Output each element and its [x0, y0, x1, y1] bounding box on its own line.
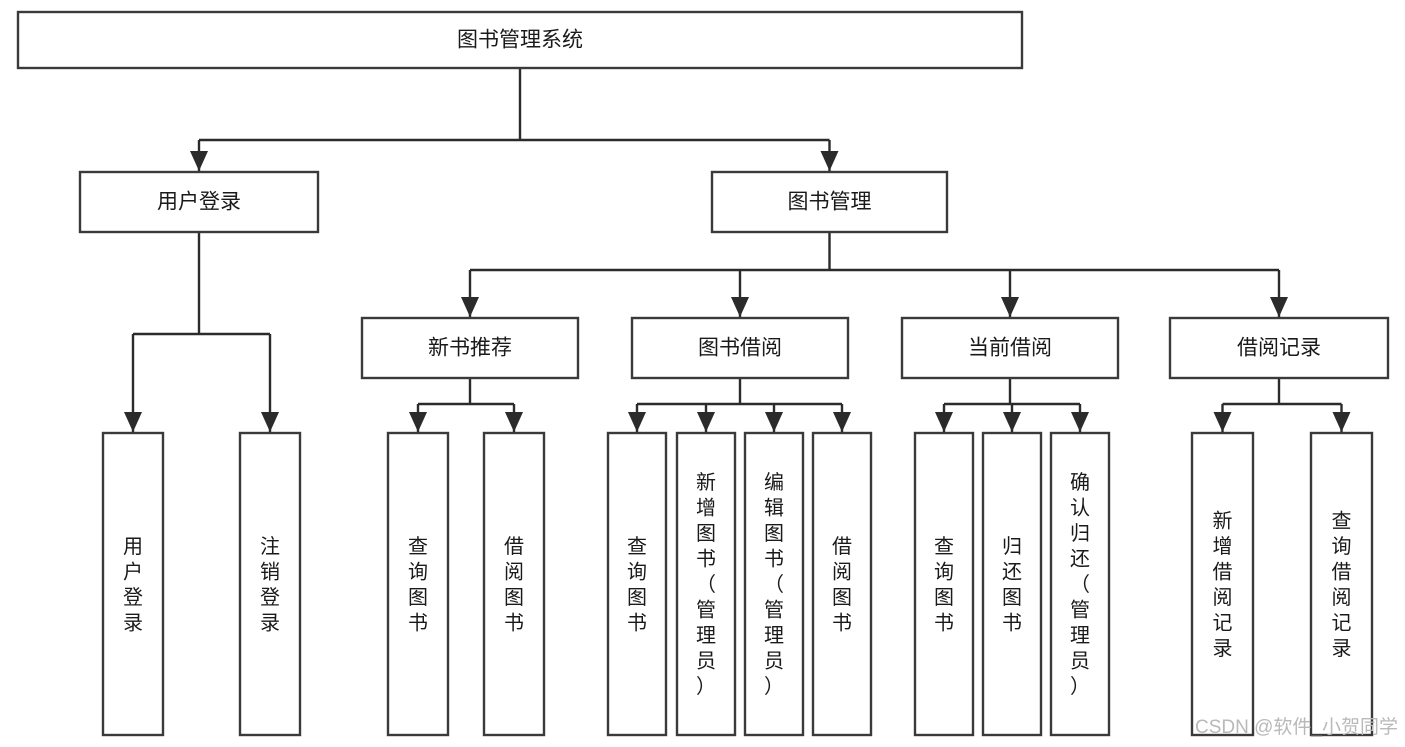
node-box-query-book-3[interactable] [913, 431, 975, 737]
arrow-head-icon-user-logout [261, 412, 279, 432]
node-label-return-book: 归还图书 [1002, 535, 1022, 635]
node-box-query-book-1[interactable] [386, 431, 450, 737]
node-label-borrow-record: 借阅记录 [1237, 337, 1321, 360]
node-box-current-borrow[interactable] [900, 316, 1120, 380]
node-add-borrow-record[interactable]: 新增借阅记录 [1190, 431, 1255, 737]
node-box-add-borrow-record[interactable] [1190, 431, 1255, 737]
node-label-borrow-book-1: 借阅图书 [504, 535, 524, 635]
node-label-user-login-do: 用户登录 [123, 536, 143, 635]
node-label-confirm-return-admin: 确认归还（管理员） [1070, 471, 1090, 698]
node-label-query-borrow-record: 查询借阅记录 [1332, 509, 1352, 660]
node-query-book-2[interactable]: 查询图书 [606, 431, 668, 737]
node-label-edit-book-admin: 编辑图书（管理员） [764, 471, 784, 698]
node-box-root[interactable] [16, 10, 1024, 70]
node-box-borrow-record[interactable] [1168, 316, 1390, 380]
node-label-query-book-1: 查询图书 [408, 535, 428, 635]
arrow-head-icon-borrow-book-2 [833, 412, 851, 432]
node-book-manage[interactable]: 图书管理 [710, 170, 949, 234]
node-query-book-3[interactable]: 查询图书 [913, 431, 975, 737]
node-query-book-1[interactable]: 查询图书 [386, 431, 450, 737]
node-box-book-manage[interactable] [710, 170, 949, 234]
node-label-root: 图书管理系统 [457, 29, 583, 52]
node-edit-book-admin[interactable]: 编辑图书（管理员） [743, 431, 805, 737]
arrow-head-icon-query-book-2 [628, 412, 646, 432]
node-label-borrow-book-2: 借阅图书 [832, 535, 852, 635]
node-book-borrow[interactable]: 图书借阅 [630, 316, 850, 380]
node-borrow-record[interactable]: 借阅记录 [1168, 316, 1390, 380]
node-label-add-book-admin: 新增图书（管理员） [696, 471, 716, 698]
arrow-head-icon-user-login-do [124, 412, 142, 432]
arrow-head-icon-current-borrow [1001, 297, 1019, 317]
node-return-book[interactable]: 归还图书 [981, 431, 1043, 737]
node-box-user-logout[interactable] [238, 431, 302, 737]
node-new-book-recommend[interactable]: 新书推荐 [360, 316, 580, 380]
node-box-query-borrow-record[interactable] [1309, 431, 1374, 737]
node-borrow-book-1[interactable]: 借阅图书 [482, 431, 546, 737]
node-box-user-login-do[interactable] [101, 431, 165, 737]
arrow-head-icon-borrow-book-1 [505, 412, 523, 432]
node-label-book-borrow: 图书借阅 [698, 337, 782, 360]
arrow-head-icon-query-borrow-record [1332, 412, 1351, 432]
node-box-new-book-recommend[interactable] [360, 316, 580, 380]
node-box-edit-book-admin[interactable] [743, 431, 805, 737]
node-current-borrow[interactable]: 当前借阅 [900, 316, 1120, 380]
arrow-head-icon-edit-book-admin [765, 412, 783, 432]
node-box-return-book[interactable] [981, 431, 1043, 737]
arrow-head-icon-return-book [1003, 412, 1021, 432]
arrow-head-icon-book-borrow [731, 297, 749, 317]
arrow-head-icon-book-manage [820, 151, 839, 171]
node-layer: 图书管理系统用户登录图书管理用户登录注销登录新书推荐查询图书借阅图书图书借阅查询… [16, 10, 1390, 737]
arrow-head-icon-new-book-recommend [461, 297, 479, 317]
node-label-query-book-2: 查询图书 [627, 535, 647, 635]
arrow-head-icon-borrow-record [1270, 297, 1288, 317]
node-label-new-book-recommend: 新书推荐 [428, 337, 512, 360]
arrow-head-icon-add-book-admin [697, 412, 715, 432]
node-box-borrow-book-2[interactable] [811, 431, 873, 737]
arrow-head-icon-confirm-return-admin [1071, 412, 1089, 432]
node-label-add-borrow-record: 新增借阅记录 [1213, 509, 1233, 660]
node-label-user-login: 用户登录 [157, 191, 241, 214]
arrow-head-icon-query-book-3 [935, 412, 953, 432]
node-user-login[interactable]: 用户登录 [78, 170, 320, 234]
arrow-head-icon-query-book-1 [409, 412, 427, 432]
node-label-user-logout: 注销登录 [260, 535, 280, 635]
node-label-book-manage: 图书管理 [788, 191, 872, 214]
node-box-borrow-book-1[interactable] [482, 431, 546, 737]
node-box-add-book-admin[interactable] [675, 431, 737, 737]
node-label-current-borrow: 当前借阅 [968, 337, 1052, 360]
node-add-book-admin[interactable]: 新增图书（管理员） [675, 431, 737, 737]
arrow-head-icon-user-login [190, 151, 208, 171]
csdn-watermark: CSDN @软件_小贺同学 [1195, 716, 1398, 738]
node-box-confirm-return-admin[interactable] [1049, 431, 1111, 737]
node-root[interactable]: 图书管理系统 [16, 10, 1024, 70]
node-box-query-book-2[interactable] [606, 431, 668, 737]
arrow-head-icon-add-borrow-record [1213, 412, 1232, 432]
node-query-borrow-record[interactable]: 查询借阅记录 [1309, 431, 1374, 737]
connector-layer [124, 68, 1351, 432]
node-borrow-book-2[interactable]: 借阅图书 [811, 431, 873, 737]
node-user-logout[interactable]: 注销登录 [238, 431, 302, 737]
node-label-query-book-3: 查询图书 [934, 535, 954, 635]
node-user-login-do[interactable]: 用户登录 [101, 431, 165, 737]
node-box-book-borrow[interactable] [630, 316, 850, 380]
node-box-user-login[interactable] [78, 170, 320, 234]
node-confirm-return-admin[interactable]: 确认归还（管理员） [1049, 431, 1111, 737]
